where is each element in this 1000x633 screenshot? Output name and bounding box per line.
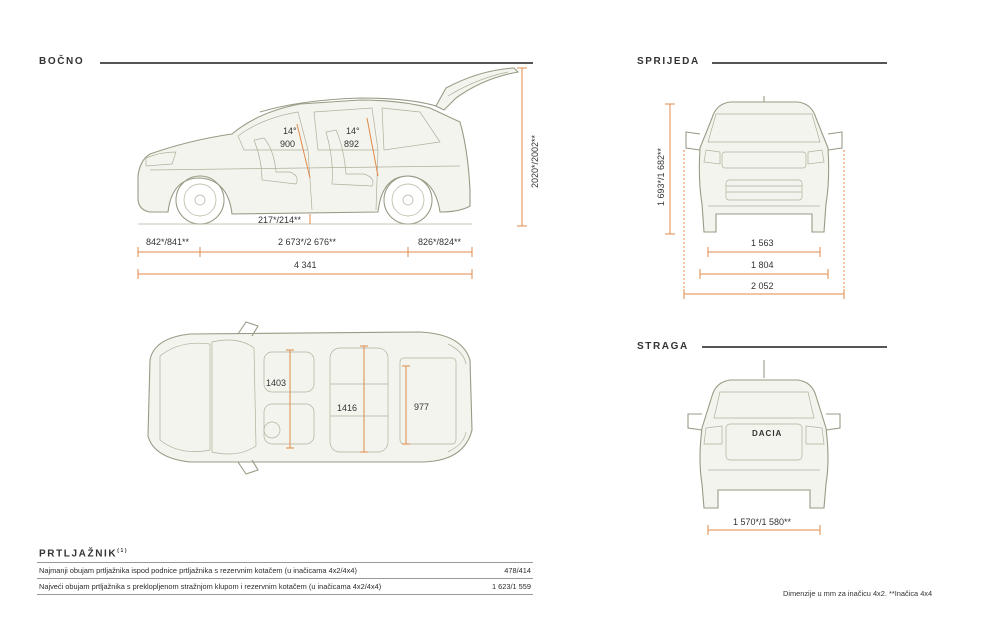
trunk-row-value: 478/414 — [504, 566, 531, 575]
footnote: Dimenzije u mm za inačicu 4x2. **Inačica… — [783, 589, 933, 598]
dim-track-rear: 1 570*/1 580** — [733, 517, 792, 527]
table-row: Najveći obujam prtljažnika s preklopljen… — [37, 579, 533, 595]
dim-wheelbase: 2 673*/2 676** — [278, 237, 337, 247]
dim-rear-width: 1416 — [337, 403, 357, 413]
section-rule-side — [100, 62, 533, 64]
rear-view-dimensions: 1 570*/1 580** — [707, 517, 821, 535]
section-title-trunk: PRTLJAŽNIK(1) — [39, 548, 128, 559]
dim-width-mirrors: 2 052 — [751, 281, 774, 291]
section-rule-front — [712, 62, 887, 64]
trunk-title-text: PRTLJAŽNIK — [39, 548, 118, 560]
dim-length: 4 341 — [294, 260, 317, 270]
dim-headroom-front: 900 — [280, 139, 295, 149]
dim-headroom-rear: 892 — [344, 139, 359, 149]
trunk-row-label: Najveći obujam prtljažnika s preklopljen… — [39, 582, 382, 591]
dim-front-overhang: 842*/841** — [146, 237, 190, 247]
dim-ground-clearance: 217*/214** — [258, 215, 302, 225]
dim-height-open: 2020*/2002** — [530, 134, 540, 188]
front-view-car — [685, 96, 843, 233]
rear-badge: DACIA — [752, 429, 782, 438]
side-view-car — [137, 67, 520, 225]
dim-track-front: 1 563 — [751, 238, 774, 248]
dim-angle-front: 14° — [283, 126, 297, 136]
top-view-dimensions: 1403 1416 977 — [266, 345, 429, 453]
dim-angle-rear: 14° — [346, 126, 360, 136]
trunk-row-label: Najmanji obujam prtljažnika ispod podnic… — [39, 566, 357, 575]
front-view-dimensions: 1 693*/1 682** 1 563 1 804 2 052 — [656, 103, 845, 299]
dim-rear-overhang: 826*/824** — [418, 237, 462, 247]
table-row: Najmanji obujam prtljažnika ispod podnic… — [37, 562, 533, 579]
section-rule-rear — [702, 346, 887, 348]
section-title-side: BOČNO — [39, 56, 85, 67]
dim-boot-length: 977 — [414, 402, 429, 412]
top-view-car — [147, 321, 473, 475]
rear-view-car — [687, 360, 841, 509]
section-title-front: SPRIJEDA — [637, 56, 700, 67]
dim-front-height: 1 693*/1 682** — [656, 147, 666, 206]
trunk-title-sup: (1) — [117, 548, 129, 554]
trunk-row-value: 1 623/1 559 — [491, 582, 531, 591]
trunk-table: Najmanji obujam prtljažnika ispod podnic… — [37, 562, 533, 595]
section-title-rear: STRAGA — [637, 341, 689, 352]
dim-width: 1 804 — [751, 260, 774, 270]
dim-front-width: 1403 — [266, 378, 286, 388]
side-view-dimensions: 14° 900 14° 892 217*/214** 842*/841** 2 … — [137, 67, 540, 279]
